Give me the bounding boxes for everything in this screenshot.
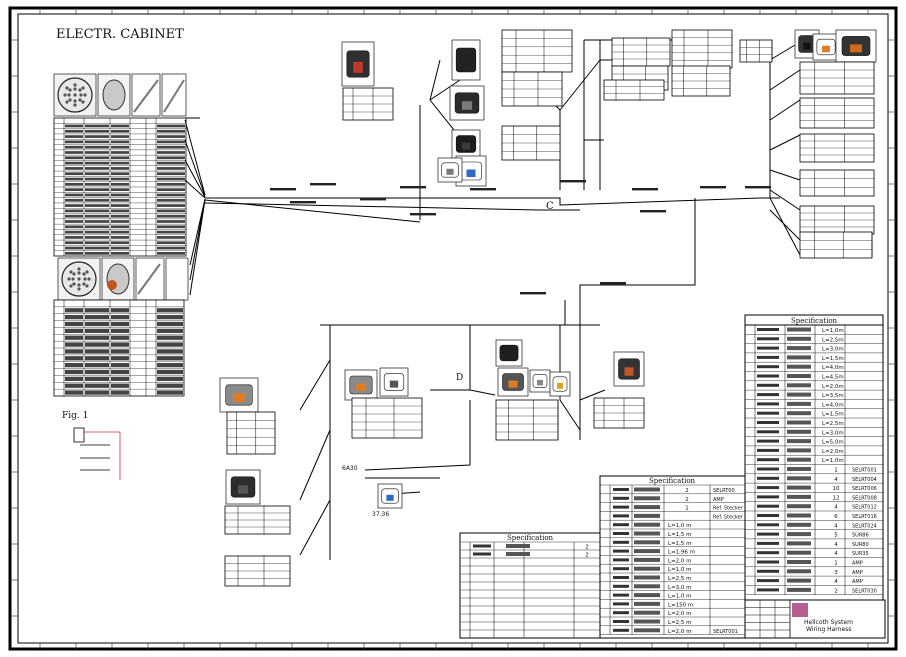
callout-d: D <box>456 373 463 383</box>
spec-main-code: SELRT008 <box>852 495 877 501</box>
spec-main-length: L=1,0m <box>822 328 844 334</box>
inner-frame <box>17 13 889 644</box>
spec-main-qty: 5 <box>834 533 838 539</box>
spec-main-length: L=5,0m <box>822 440 844 446</box>
spec-main-code: AMP <box>852 561 863 567</box>
spec-main-qty: 4 <box>834 477 838 483</box>
spec-main-length: L=3,0m <box>822 430 844 436</box>
spec-lower-length: L=1,5 m <box>668 532 692 538</box>
label-3736: 37.36 <box>372 511 389 518</box>
title-line-1: Hellcoth System <box>804 619 853 626</box>
spec-main-qty: 2 <box>834 588 838 594</box>
spec-main-qty: 6 <box>834 514 838 520</box>
spec-lower-length: L=2,0 m <box>668 558 692 564</box>
spec-main-code: AMP <box>852 570 863 576</box>
spec-lower-code: SELRT001 <box>713 629 738 635</box>
spec-lower-code: Ref. Stecker <box>713 514 744 520</box>
spec-lower-length: L=2,5 m <box>668 620 692 626</box>
spec-main-qty: 4 <box>834 505 838 511</box>
frame-ticks <box>10 8 896 649</box>
spec-main-code: SUR80 <box>852 542 869 548</box>
spec-main-code: SELRT001 <box>852 468 877 474</box>
spec-main-qty: 1 <box>834 468 838 474</box>
spec-main-length: L=1,5m <box>822 356 844 362</box>
spec-lower-length: L=150 m <box>668 602 693 608</box>
spec-main-length: L=4,5m <box>822 375 844 381</box>
spec-main-qty: 4 <box>834 523 838 529</box>
spec-main-code: SELRT012 <box>852 505 877 511</box>
spec-lower-length: L=2,5 m <box>668 576 692 582</box>
spec-lower-length: L=1,0 m <box>668 567 692 573</box>
fig1-sketch <box>73 427 121 480</box>
spec-small-qty: 2 <box>585 545 589 551</box>
spec-main-code: SELRT006 <box>852 486 877 492</box>
spec-main-qty: 4 <box>834 579 838 585</box>
wire-labels <box>270 180 771 295</box>
figure-label: Fig. 1 <box>62 411 88 421</box>
spec-main-qty: 1 <box>834 561 838 567</box>
spec-table-main: Specification L=1,0mL=2,5mL=3,0mL=1,5mL=… <box>744 314 884 616</box>
cabinet-title: ELECTR. CABINET <box>56 27 184 42</box>
spec-lower-code: AMP <box>713 497 724 503</box>
title-block: Hellcoth System Wiring Harness <box>744 599 886 639</box>
spec-main-length: L=3,5m <box>822 393 844 399</box>
spec-lower-length: L=1,0 m <box>668 523 692 529</box>
spec-table-small: Specification 2 2 <box>459 532 601 639</box>
spec-lower-length: L=1,96 m <box>668 550 695 556</box>
spec-main-code: SELRT004 <box>852 477 877 483</box>
spec-main-code: SELRT016 <box>852 514 877 520</box>
spec-main-length: L=2,5m <box>822 337 844 343</box>
spec-lower-length: L=2,0 m <box>668 611 692 617</box>
spec-main-qty: 10 <box>833 486 840 492</box>
spec-lower-length: L=1,0 m <box>668 594 692 600</box>
spec-main-code: SUR35 <box>852 551 869 557</box>
spec-lower-title: Specification <box>649 477 696 485</box>
spec-small-qty: 2 <box>585 553 589 559</box>
spec-lower-qty: 2 <box>685 497 689 503</box>
connector-photos <box>219 29 877 509</box>
spec-small-title: Specification <box>507 534 554 542</box>
spec-main-qty: 3 <box>834 570 838 576</box>
spec-lower-length: L=2,0 m <box>668 629 692 635</box>
spec-lower-qty: 1 <box>685 506 689 512</box>
pin-table-lower <box>53 299 185 397</box>
spec-main-title: Specification <box>791 317 838 325</box>
spec-main-code: SUR86 <box>852 533 869 539</box>
pin-table-upper <box>53 117 187 257</box>
spec-main-length: L=2,0m <box>822 384 844 390</box>
label-6a30: 6A30 <box>342 465 358 472</box>
spec-main-length: L=1,5m <box>822 412 844 418</box>
spec-main-length: L=4,0m <box>822 365 844 371</box>
spec-main-length: L=2,0m <box>822 449 844 455</box>
spec-main-length: L=1,0m <box>822 458 844 464</box>
connector-tables <box>224 29 875 587</box>
spec-main-qty: 4 <box>834 551 838 557</box>
spec-lower-qty: 2 <box>685 488 689 494</box>
spec-lower-length: L=1,5 m <box>668 541 692 547</box>
spec-main-qty: 12 <box>833 495 840 501</box>
spec-main-code: SELRT030 <box>852 588 877 594</box>
spec-lower-code: SELRT00 <box>713 488 735 494</box>
spec-main-length: L=3,0m <box>822 347 844 353</box>
spec-lower-code: Ref. Stecker <box>713 506 744 512</box>
wire-harness <box>184 39 801 560</box>
spec-main-length: L=2,5m <box>822 421 844 427</box>
spec-lower-length: L=3,0 m <box>668 585 692 591</box>
left-connector-upper <box>53 73 187 117</box>
spec-main-length: L=4,0m <box>822 402 844 408</box>
spec-main-code: AMP <box>852 579 863 585</box>
spec-main-code: SELRT024 <box>852 523 877 529</box>
spec-main-qty: 4 <box>834 542 838 548</box>
callout-c: C <box>546 201 554 212</box>
left-connector-lower <box>57 257 189 301</box>
title-line-2: Wiring Harness <box>806 626 851 633</box>
